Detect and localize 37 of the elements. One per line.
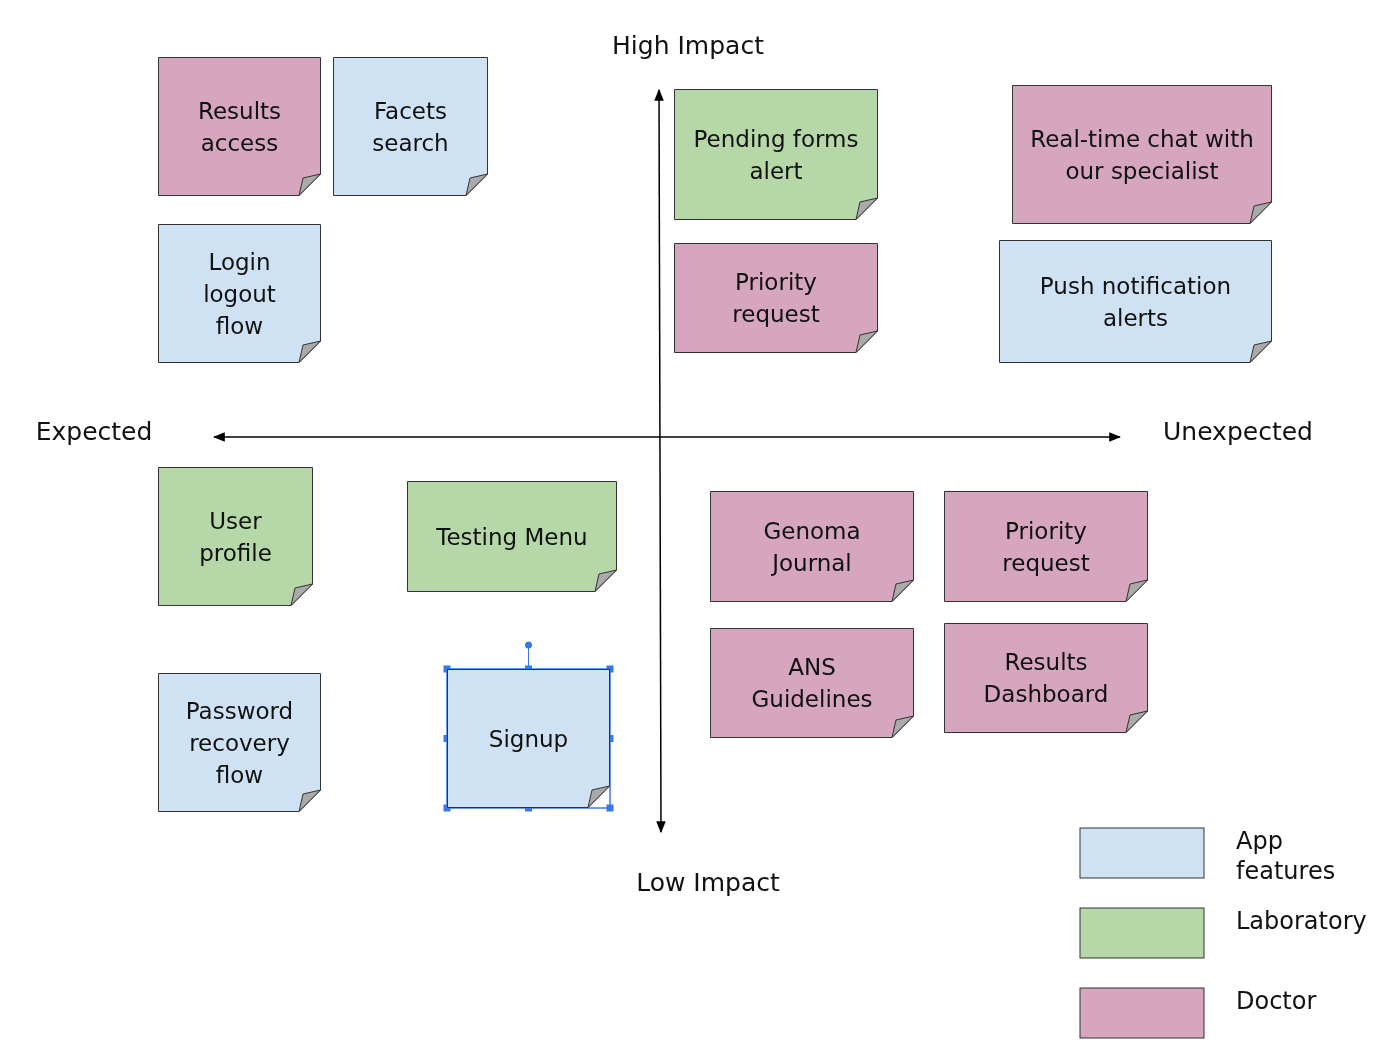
- note-text: Push notification alerts: [1038, 271, 1233, 333]
- legend-text: Doctor: [1236, 986, 1318, 1016]
- axis-label: Unexpected: [1163, 416, 1313, 446]
- axis-label: Expected: [35, 416, 153, 446]
- sticky-note: [158, 673, 321, 812]
- axis-label: Low Impact: [636, 867, 780, 897]
- note-text: ANS Guidelines: [750, 653, 874, 714]
- sticky-note: [944, 623, 1148, 733]
- note-text: Testing Menu: [435, 522, 589, 552]
- legend-text: Laboratory: [1236, 906, 1368, 936]
- note-text: Results access: [196, 96, 283, 158]
- sticky-note: [407, 481, 617, 592]
- sticky-note: [674, 89, 878, 220]
- note-text: Facets search: [371, 96, 450, 158]
- sticky-note: [447, 669, 610, 808]
- sticky-note: [944, 491, 1148, 602]
- sticky-note: [999, 240, 1272, 363]
- note-text: Login logout flow: [202, 247, 277, 341]
- note-text: Pending forms alert: [692, 124, 860, 186]
- note-text: Results Dashboard: [982, 648, 1110, 709]
- sticky-note: [158, 224, 321, 363]
- note-text: Signup: [487, 724, 570, 754]
- sticky-note: [674, 243, 878, 353]
- axis-label: High Impact: [612, 30, 764, 60]
- sticky-note: [333, 57, 488, 196]
- sticky-note: [158, 57, 321, 196]
- note-text: Priority request: [1001, 516, 1091, 578]
- note-text: Real-time chat with our specialist: [1030, 124, 1254, 186]
- sticky-note: [710, 491, 914, 602]
- note-text: Priority request: [731, 268, 821, 329]
- legend-text: App features: [1236, 826, 1337, 886]
- sticky-note: [158, 467, 313, 606]
- sticky-note: [1012, 85, 1272, 224]
- note-text: Password recovery flow: [184, 696, 295, 790]
- note-text: User profile: [198, 506, 273, 568]
- note-text: Genoma Journal: [762, 516, 862, 578]
- sticky-note: [710, 628, 914, 738]
